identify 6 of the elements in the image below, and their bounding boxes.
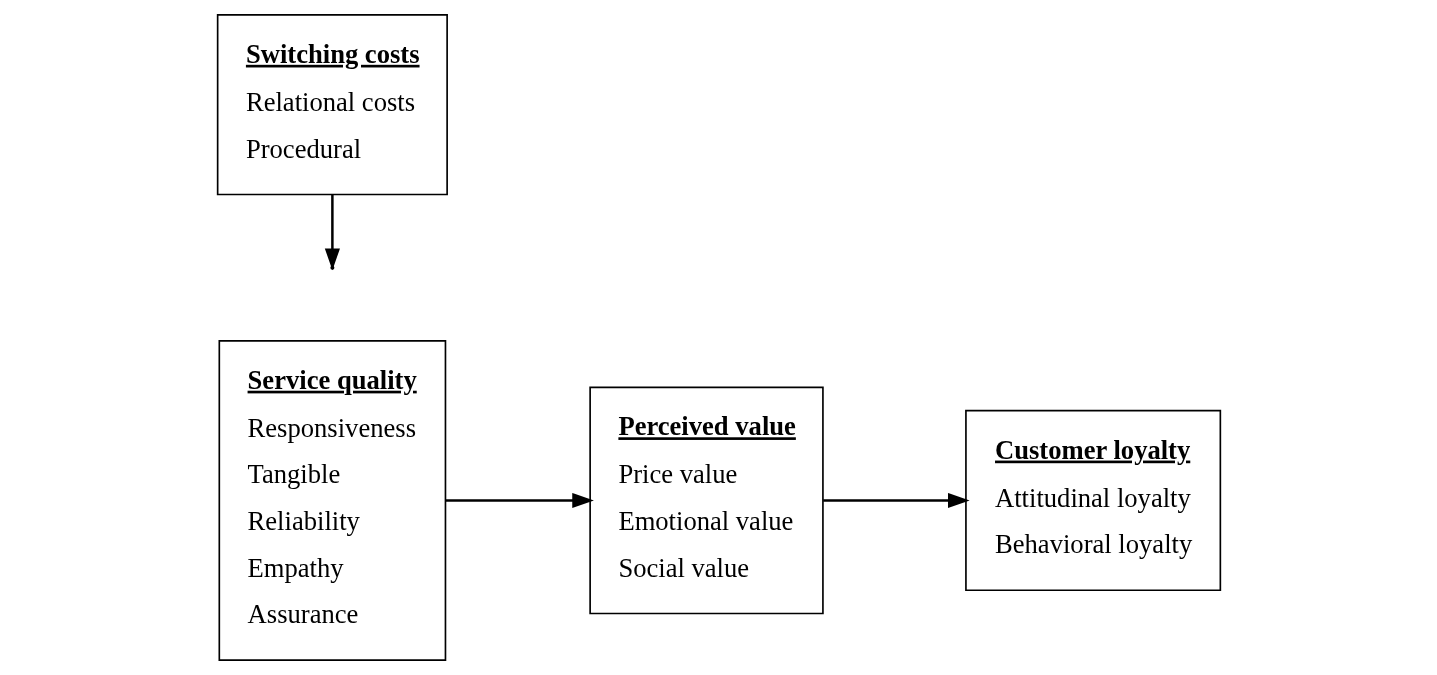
node-box: Service quality Responsiveness Tangible Reliability Empathy Assurance bbox=[218, 340, 446, 661]
node-box: Perceived value Price value Emotional value Social value bbox=[588, 386, 824, 615]
node-box: Customer loyalty Attitudinal loyalty Behavioral loyalty bbox=[964, 409, 1221, 592]
arrow bbox=[822, 492, 970, 509]
node-box: Switching costs Relational costs Procedural bbox=[216, 14, 448, 196]
arrow bbox=[445, 492, 594, 509]
